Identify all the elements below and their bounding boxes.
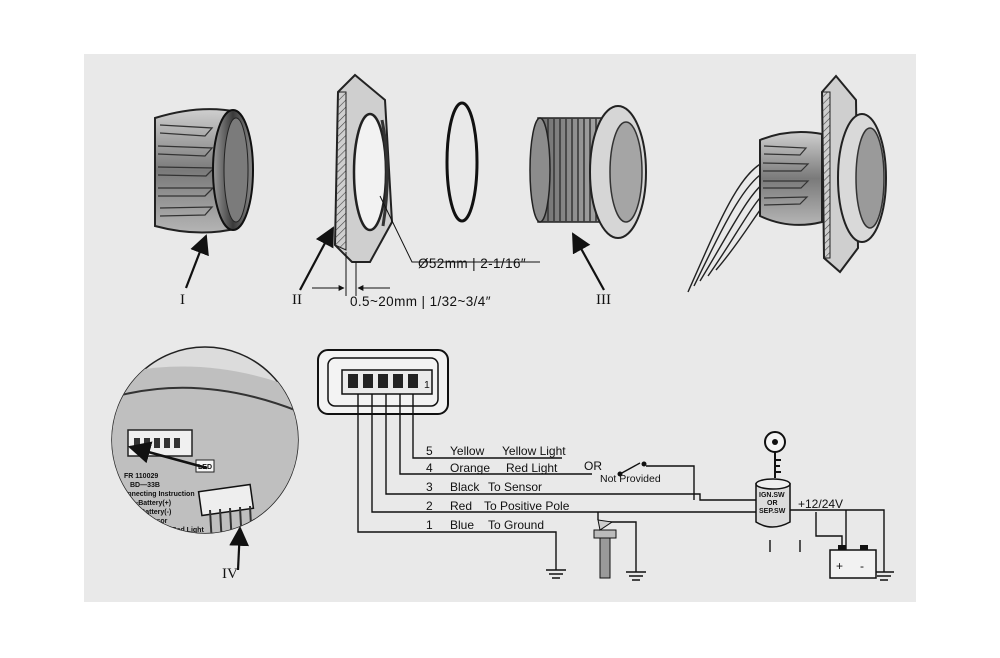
- battery-plus: +: [836, 559, 843, 573]
- wire-1-num: 1: [426, 518, 433, 532]
- switch-not-provided-label: Not Provided: [600, 473, 661, 485]
- part-iii-nut: [529, 105, 647, 291]
- closeup-text-1: FR 110029: [124, 473, 158, 480]
- ignition-switch: IGN.SW OR SEP.SW: [755, 478, 791, 528]
- connector-block: 1: [317, 349, 449, 415]
- closeup-text-2: BD—33B: [130, 482, 160, 489]
- switch-to-ignition: [646, 465, 695, 500]
- wire-5-num: 5: [426, 444, 433, 458]
- wire-4-color: Orange: [450, 461, 490, 475]
- wire-1-destination: To Ground: [488, 518, 544, 532]
- wire-4-line: [399, 394, 592, 475]
- wire-1-color: Blue: [450, 518, 474, 532]
- wire-4-destination: Red Light: [506, 461, 558, 475]
- battery-positive-lead: [815, 512, 843, 545]
- ignition-label-2: OR: [767, 500, 778, 507]
- wire-5-color: Yellow: [450, 444, 485, 458]
- key-icon: [764, 431, 786, 478]
- wire-2-color: Red: [450, 499, 472, 513]
- connector-closeup: FR 110029 BD—33B Connecting Instruction …: [111, 346, 299, 571]
- supply-voltage-label: +12/24V: [798, 497, 843, 511]
- part-ii-panel: [299, 73, 540, 296]
- ignition-label-1: IGN.SW: [759, 492, 785, 499]
- wire-3-destination: To Sensor: [488, 480, 542, 494]
- switch-or-label: OR: [584, 459, 602, 473]
- connector-pin-number: 1: [424, 379, 430, 391]
- battery: + -: [829, 545, 877, 579]
- closeup-text-5: Blue—Battery(-): [118, 509, 171, 516]
- label-part-iv: IV: [222, 566, 238, 582]
- wire-5-line: [412, 394, 562, 459]
- wire-5-destination: Yellow Light: [502, 444, 566, 458]
- switch-contact-left: [617, 471, 623, 477]
- label-part-i: I: [180, 292, 185, 308]
- closeup-text-4: Red—Battery(+): [118, 500, 171, 507]
- o-ring: [445, 101, 479, 223]
- closeup-text-6: Black—Sensor: [118, 518, 168, 525]
- wire-3-line: [385, 394, 760, 501]
- closeup-text-8: Yellow—Yellow Light: [150, 536, 220, 543]
- label-part-ii: II: [292, 292, 302, 308]
- switch-contact-right: [641, 461, 647, 467]
- wire-4-num: 4: [426, 461, 433, 475]
- assembled-gauge: [687, 74, 887, 293]
- wire-3-num: 3: [426, 480, 433, 494]
- sensor-probe: [593, 519, 617, 579]
- part-i-bezel: [154, 108, 254, 289]
- battery-minus: -: [860, 559, 864, 573]
- wiring: [357, 394, 894, 581]
- panel-thickness-dimension: 0.5~20mm | 1/32~3/4″: [350, 294, 491, 309]
- wire-2-destination: To Positive Pole: [484, 499, 570, 513]
- hole-diameter-dimension: Ø52mm | 2-1/16″: [418, 256, 526, 271]
- wire-1-line: [357, 394, 557, 570]
- wire-3-color: Black: [450, 480, 480, 494]
- wire-2-line: [371, 394, 760, 513]
- switch-blade: [619, 462, 641, 475]
- wire-2-num: 2: [426, 499, 433, 513]
- ignition-label-3: SEP.SW: [759, 508, 786, 515]
- closeup-text-3: Connecting Instruction: [118, 491, 195, 498]
- label-part-iii: III: [596, 292, 611, 308]
- wire-labels: 5 Yellow Yellow Light 4 Orange Red Light…: [426, 444, 570, 532]
